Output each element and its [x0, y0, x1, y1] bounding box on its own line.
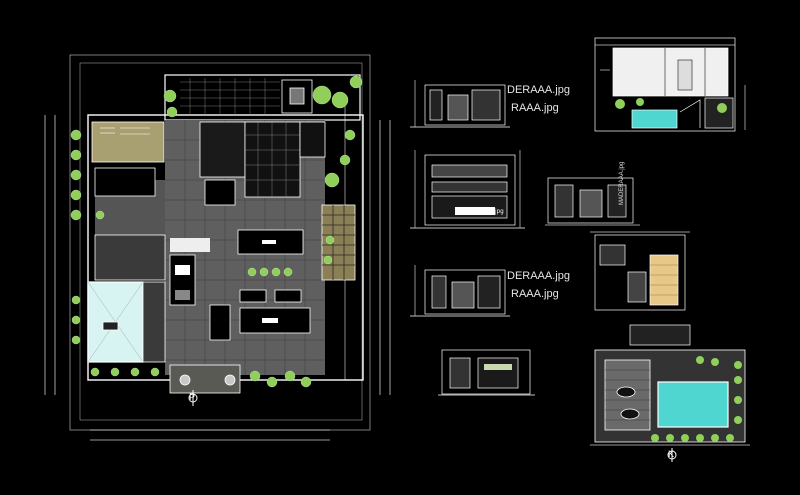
elevation-4 — [545, 177, 640, 226]
section-view — [410, 150, 525, 229]
image-reference-label: RAAA.jpg — [511, 102, 559, 114]
pool-deck-plan — [590, 349, 750, 446]
elevation-2 — [410, 265, 510, 317]
section-tag-label: MADERAAA.jpg — [458, 209, 504, 215]
north-mark-main: P — [189, 392, 196, 402]
north-mark-pool: K — [668, 449, 675, 459]
main-floor-plan — [44, 54, 391, 441]
north-arrow-icon — [188, 390, 198, 406]
image-reference-label: DERAAA.jpg — [507, 270, 570, 282]
north-arrow-icon — [667, 448, 677, 462]
vegetation-pool-deck — [651, 356, 742, 442]
image-reference-label: RAAA.jpg — [511, 288, 559, 300]
elevation-1 — [410, 80, 510, 128]
section-pool — [594, 37, 746, 132]
upper-floor-plan — [590, 231, 691, 346]
vegetation-main — [70, 75, 363, 388]
vegetation-section-pool — [615, 98, 727, 113]
elevation-3 — [438, 349, 535, 396]
vertical-tag-label: MADERAAA.jpg — [619, 161, 625, 205]
image-reference-label: DERAAA.jpg — [507, 84, 570, 96]
